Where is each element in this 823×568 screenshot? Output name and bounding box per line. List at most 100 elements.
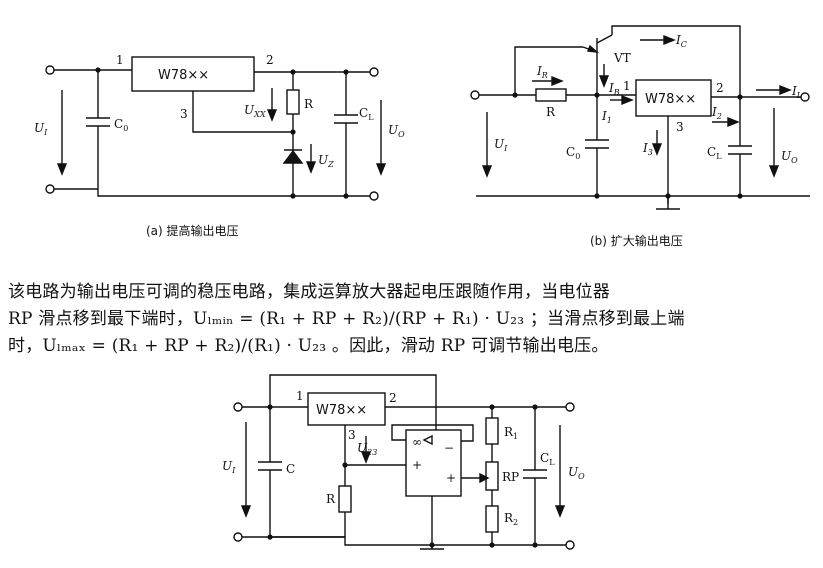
uo-arrow-head [375, 163, 387, 176]
ground-rail [242, 536, 566, 546]
ui-label: UI [34, 121, 48, 137]
paragraph: 该电路为输出电压可调的稳压电路，集成运算放大器起电压跟随作用，当电位器 RP 滑… [8, 279, 820, 360]
op-amp-triangle-icon [422, 434, 433, 446]
circuit-b: VT IC IR IB R I1 W78×× 1 2 3 [470, 25, 810, 210]
i2-label: I2 [711, 105, 722, 121]
input-terminal-top [45, 65, 55, 75]
cl-label: CL [359, 106, 374, 122]
r2-label: R2 [504, 511, 518, 527]
pin-2-label: 2 [266, 53, 274, 67]
output-terminal-top [800, 92, 810, 102]
chip-label: W78×× [158, 68, 209, 83]
u23-label: U23 [357, 441, 377, 457]
resistor-r1 [485, 417, 499, 445]
paragraph-line-2: RP 滑点移到最下端时，Uₗₘᵢₙ = (R₁ + RP + R₂)/(RP +… [8, 309, 685, 329]
resistor-r [286, 89, 300, 115]
regulator-chip [307, 392, 386, 426]
uo-label: UO [388, 123, 405, 139]
pin-1-label: 1 [623, 79, 631, 93]
c-label: C [286, 462, 295, 476]
uxx-label: UXX [244, 103, 266, 119]
input-terminal-bottom [233, 532, 243, 542]
uo-label: UO [568, 465, 585, 481]
junction [532, 542, 538, 548]
uxx-arrow-head [266, 109, 278, 122]
op-amp-inf-label: ∞ [412, 435, 422, 449]
potentiometer-rp [485, 461, 499, 491]
input-terminal-top [470, 90, 480, 100]
ic-label: IC [675, 33, 687, 49]
c0-label: C0 [114, 117, 128, 133]
uz-arrow-head [305, 161, 317, 174]
i1-arrow-head [621, 94, 634, 106]
regulator-chip [635, 79, 712, 117]
ui-label: UI [494, 137, 508, 153]
wire [391, 424, 474, 442]
r-label: R [326, 492, 336, 506]
resistor-r [338, 485, 352, 513]
i3-arrow-head [651, 143, 663, 156]
paragraph-line-1: 该电路为输出电压可调的稳压电路，集成运算放大器起电压跟随作用，当电位器 [8, 282, 610, 302]
resistor-r [535, 88, 567, 102]
ir-label: IR [536, 64, 548, 80]
wire [611, 25, 741, 97]
i3-label: I3 [642, 141, 653, 157]
op-amp-minus-label: − [444, 441, 454, 455]
junction [737, 193, 743, 199]
paragraph-line-3: 时，Uₗₘₐₓ = (R₁ + RP + R₂)/(R₁) · U₂₃ 。因此，… [8, 336, 609, 356]
pin-2-label: 2 [389, 391, 397, 405]
wire [192, 91, 293, 133]
ui-label: UI [222, 459, 236, 475]
transistor-arrow [587, 44, 600, 53]
rp-label: RP [502, 470, 519, 484]
op-amp-plus-in-label: + [412, 458, 422, 472]
il-arrow-head [779, 84, 792, 96]
junction [665, 193, 671, 199]
circuit-c: W78×× 1 2 3 C UI R U23 ∞ − + [222, 374, 585, 550]
chip-label: W78×× [645, 92, 696, 107]
wire [269, 374, 437, 430]
pin-1-label: 1 [116, 53, 124, 67]
vt-label: VT [613, 51, 631, 65]
zener-diode [282, 149, 304, 164]
ir-arrow-head [551, 75, 564, 87]
uo-label: UO [781, 149, 798, 165]
resistor-r2 [485, 505, 499, 533]
input-terminal-top [233, 402, 243, 412]
circuit-a: W78×× 1 2 3 C0 UI R UXX [34, 53, 405, 201]
output-terminal-top [369, 67, 379, 77]
junction [343, 193, 349, 199]
ground-rail [97, 189, 370, 197]
rp-wiper-arrow [479, 472, 490, 484]
ui-arrow-head [56, 163, 68, 176]
i2-arrow-head [727, 116, 740, 128]
output-terminal-bottom [369, 191, 379, 201]
caption-b: (b) 扩大输出电压 [590, 234, 683, 248]
c0-label: C0 [566, 145, 580, 161]
ic-arrow-head [663, 34, 676, 46]
i1-label: I1 [601, 109, 612, 125]
uo-arrow-head [554, 505, 566, 518]
op-amp-plus-out-label: + [446, 471, 456, 485]
il-label: IL [791, 84, 802, 100]
ib-label: IB [608, 81, 620, 97]
uo-arrow-head [768, 165, 780, 178]
ib-arrow-head [598, 75, 610, 88]
caption-a: (a) 提高输出电压 [146, 224, 239, 238]
transistor-collector [596, 34, 613, 44]
output-terminal-top [565, 402, 575, 412]
junction [290, 193, 296, 199]
output-terminal-bottom [565, 540, 575, 550]
op-amp [405, 429, 462, 497]
u23-arrow-head [360, 451, 372, 464]
chip-label: W78×× [316, 403, 367, 418]
r-label: R [304, 97, 314, 111]
pin-2-label: 2 [716, 81, 724, 95]
pin-3-label: 3 [180, 107, 188, 121]
wire [514, 46, 583, 95]
junction [594, 193, 600, 199]
pin-3-label: 3 [348, 428, 356, 442]
junction [429, 542, 435, 548]
